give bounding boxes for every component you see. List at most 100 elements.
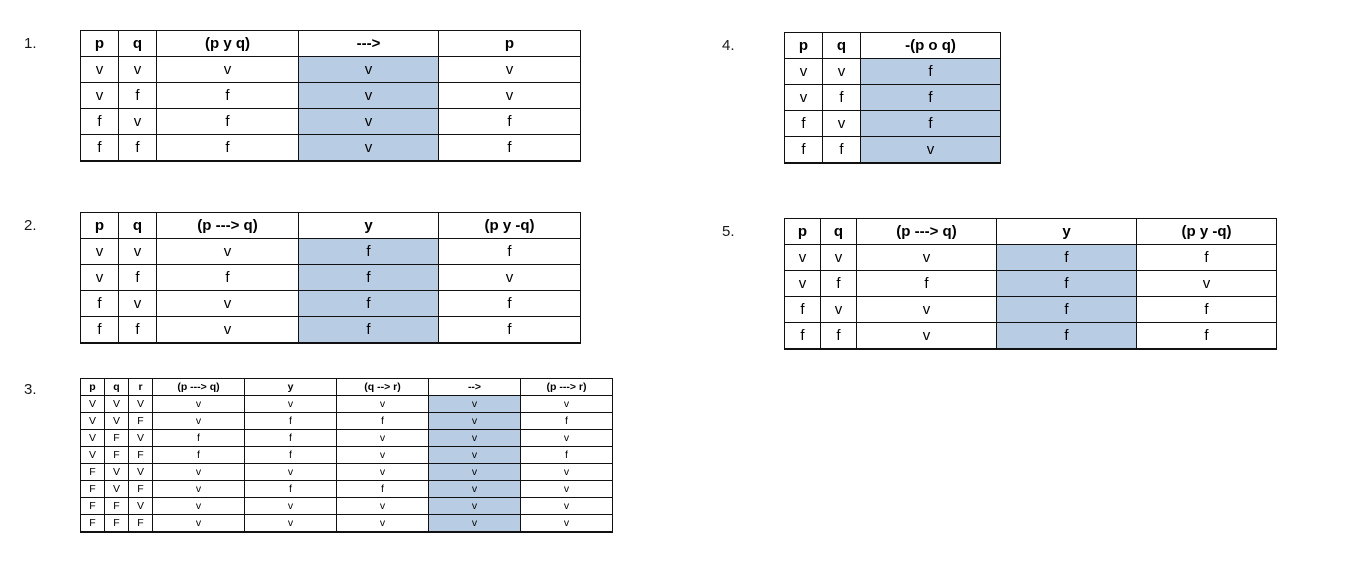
table-cell: f bbox=[156, 264, 299, 291]
table-cell: F bbox=[104, 514, 129, 533]
table-cell: f bbox=[156, 108, 299, 135]
table-cell-highlighted: f bbox=[996, 322, 1137, 350]
table-cell: f bbox=[784, 322, 821, 350]
table-cell: v bbox=[336, 514, 429, 533]
table-cell: F bbox=[104, 497, 129, 515]
table-cell: v bbox=[438, 82, 581, 109]
column-header: y bbox=[244, 378, 337, 396]
table-cell: v bbox=[336, 463, 429, 481]
table-cell: F bbox=[80, 480, 105, 498]
table-cell: v bbox=[820, 296, 857, 323]
column-header: y bbox=[298, 212, 439, 239]
table-cell: f bbox=[438, 238, 581, 265]
table-cell: v bbox=[156, 290, 299, 317]
table-cell: V bbox=[104, 412, 129, 430]
table-cell: v bbox=[152, 514, 245, 533]
table-cell: f bbox=[822, 136, 861, 164]
table-cell: v bbox=[856, 244, 997, 271]
column-header: y bbox=[996, 218, 1137, 245]
column-header: (p ---> q) bbox=[156, 212, 299, 239]
table-cell: V bbox=[80, 446, 105, 464]
table-cell: v bbox=[520, 463, 613, 481]
table-cell: v bbox=[118, 238, 157, 265]
table-cell: V bbox=[128, 429, 153, 447]
table-cell: f bbox=[438, 108, 581, 135]
table-cell-highlighted: v bbox=[860, 136, 1001, 164]
column-header: (p ---> q) bbox=[152, 378, 245, 396]
table-cell: f bbox=[820, 322, 857, 350]
table-cell-highlighted: f bbox=[860, 110, 1001, 137]
table-cell-highlighted: v bbox=[428, 446, 521, 464]
table-cell: v bbox=[520, 429, 613, 447]
table-cell: f bbox=[438, 134, 581, 162]
table-cell: F bbox=[128, 480, 153, 498]
table-cell-highlighted: v bbox=[298, 134, 439, 162]
table-number-4: 4. bbox=[722, 37, 735, 54]
column-header: (p ---> r) bbox=[520, 378, 613, 396]
table-cell: v bbox=[80, 82, 119, 109]
table-cell: f bbox=[244, 480, 337, 498]
table-cell: v bbox=[784, 270, 821, 297]
table-cell: f bbox=[336, 480, 429, 498]
table-cell: v bbox=[80, 264, 119, 291]
table-cell: F bbox=[128, 412, 153, 430]
table-cell: F bbox=[80, 514, 105, 533]
column-header: q bbox=[118, 30, 157, 57]
table-cell: f bbox=[1136, 322, 1277, 350]
table-cell: v bbox=[820, 244, 857, 271]
column-header: q bbox=[820, 218, 857, 245]
table-cell: v bbox=[438, 56, 581, 83]
table-cell: F bbox=[128, 514, 153, 533]
table-number-2: 2. bbox=[24, 217, 37, 234]
column-header: p bbox=[80, 212, 119, 239]
table-cell: v bbox=[152, 395, 245, 413]
table-cell: f bbox=[118, 316, 157, 344]
table-cell-highlighted: v bbox=[428, 412, 521, 430]
table-cell: f bbox=[1136, 244, 1277, 271]
table-cell-highlighted: f bbox=[860, 84, 1001, 111]
column-header: p bbox=[784, 32, 823, 59]
table-cell: f bbox=[80, 316, 119, 344]
table-cell: v bbox=[822, 110, 861, 137]
table-cell-highlighted: v bbox=[428, 514, 521, 533]
column-header: (p y -q) bbox=[1136, 218, 1277, 245]
table-cell: f bbox=[784, 296, 821, 323]
table-cell-highlighted: v bbox=[298, 56, 439, 83]
table-cell: v bbox=[80, 56, 119, 83]
column-header: (p y q) bbox=[156, 30, 299, 57]
table-cell: f bbox=[856, 270, 997, 297]
table-number-3: 3. bbox=[24, 381, 37, 398]
table-cell-highlighted: f bbox=[996, 270, 1137, 297]
table-cell: V bbox=[128, 395, 153, 413]
column-header: q bbox=[104, 378, 129, 396]
column-header: -(p o q) bbox=[860, 32, 1001, 59]
table-cell: f bbox=[80, 108, 119, 135]
table-cell-highlighted: f bbox=[996, 244, 1137, 271]
table-cell: v bbox=[822, 58, 861, 85]
column-header: (p y -q) bbox=[438, 212, 581, 239]
table-cell: v bbox=[118, 56, 157, 83]
table-cell: F bbox=[128, 446, 153, 464]
table-cell: v bbox=[1136, 270, 1277, 297]
